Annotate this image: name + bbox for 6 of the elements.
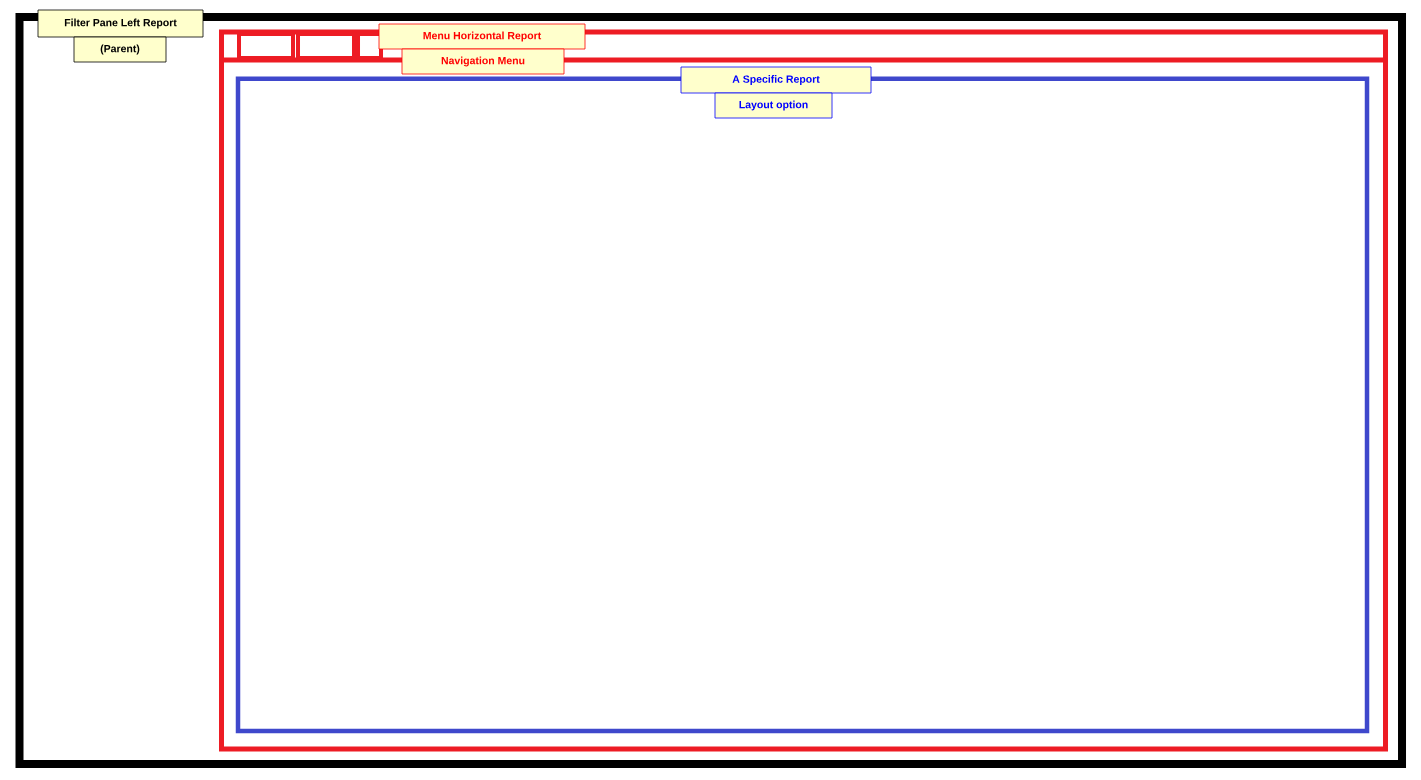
subtitle-tag: Navigation Menu bbox=[401, 48, 565, 75]
title-tag: A Specific Report bbox=[680, 66, 872, 94]
title-tag: Menu Horizontal Report bbox=[378, 23, 586, 50]
title-tag: Filter Pane Left Report bbox=[37, 9, 204, 38]
subtitle-tag: (Parent) bbox=[73, 36, 167, 63]
subtitle-tag: Layout option bbox=[714, 92, 833, 119]
